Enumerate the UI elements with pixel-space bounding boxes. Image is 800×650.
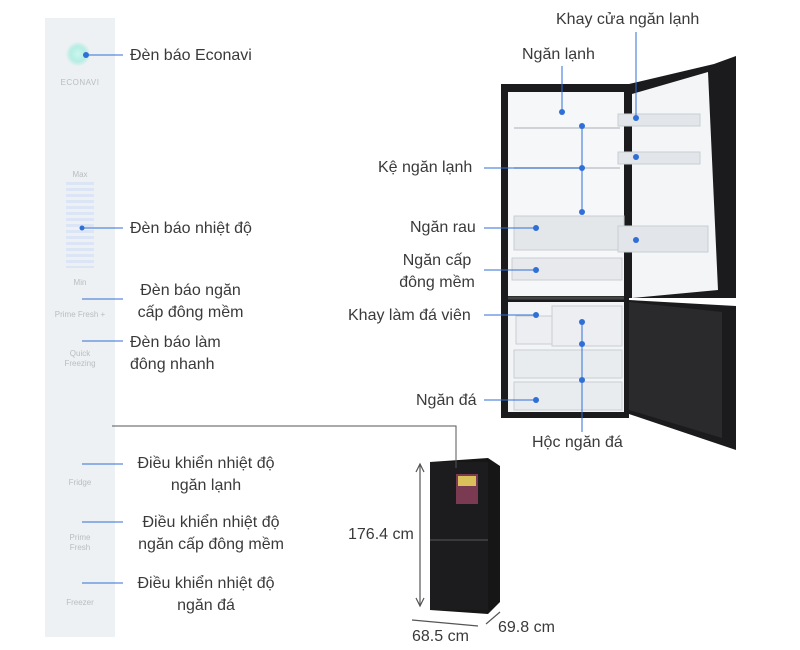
dimension-lines <box>411 462 501 627</box>
label-ngan-da: Ngăn đá <box>416 392 477 409</box>
label-den-bao-econavi: Đèn báo Econavi <box>130 47 252 64</box>
marker-dots <box>79 52 639 403</box>
panel-prime-fresh-text: Prime Fresh <box>69 533 91 552</box>
label-dieu-khien-ngan-lanh: Điều khiển nhiệt độ ngăn lạnh <box>137 455 275 494</box>
panel-econavi-text: ECONAVI <box>60 78 100 87</box>
label-den-bao-nhiet-do: Đèn báo nhiệt độ <box>130 220 252 237</box>
label-ngan-lanh: Ngăn lạnh <box>522 46 595 63</box>
left-callout-lines <box>82 54 123 584</box>
control-panel <box>45 18 115 637</box>
right-callout-lines <box>484 32 637 432</box>
label-ngan-cap-dong-mem: Ngăn cấp đông mềm <box>399 252 475 291</box>
dimension-depth: 69.8 cm <box>498 619 555 636</box>
open-fridge-illustration <box>501 56 736 450</box>
panel-min-text: Min <box>73 278 87 287</box>
panel-fridge-text: Fridge <box>68 478 92 487</box>
dimension-height: 176.4 cm <box>348 526 414 543</box>
label-ngan-rau: Ngăn rau <box>410 219 476 236</box>
panel-quick-freezing-text: Quick Freezing <box>64 349 96 368</box>
closed-fridge-illustration <box>430 458 500 614</box>
panel-to-fridge-line <box>112 425 457 468</box>
label-den-bao-lam-dong-nhanh: Đèn báo làm đông nhanh <box>130 334 221 373</box>
dimension-width: 68.5 cm <box>412 628 469 645</box>
label-ke-ngan-lanh: Kệ ngăn lạnh <box>378 159 473 176</box>
panel-freezer-text: Freezer <box>66 598 94 607</box>
label-hoc-ngan-da: Hộc ngăn đá <box>532 434 623 451</box>
label-dieu-khien-ngan-da: Điều khiển nhiệt độ ngăn đá <box>137 575 275 614</box>
panel-max-text: Max <box>72 170 88 179</box>
label-khay-cua-ngan-lanh: Khay cửa ngăn lạnh <box>556 11 700 28</box>
temperature-indicator-bars-icon <box>66 182 94 268</box>
label-den-bao-ngan-cap-dong-mem: Đèn báo ngăn cấp đông mềm <box>137 282 244 321</box>
panel-prime-fresh-plus-text: Prime Fresh + <box>54 310 106 319</box>
label-dieu-khien-ngan-cap-dong-mem: Điều khiển nhiệt độ ngăn cấp đông mềm <box>138 514 284 553</box>
label-khay-lam-da-vien: Khay làm đá viên <box>348 307 471 324</box>
